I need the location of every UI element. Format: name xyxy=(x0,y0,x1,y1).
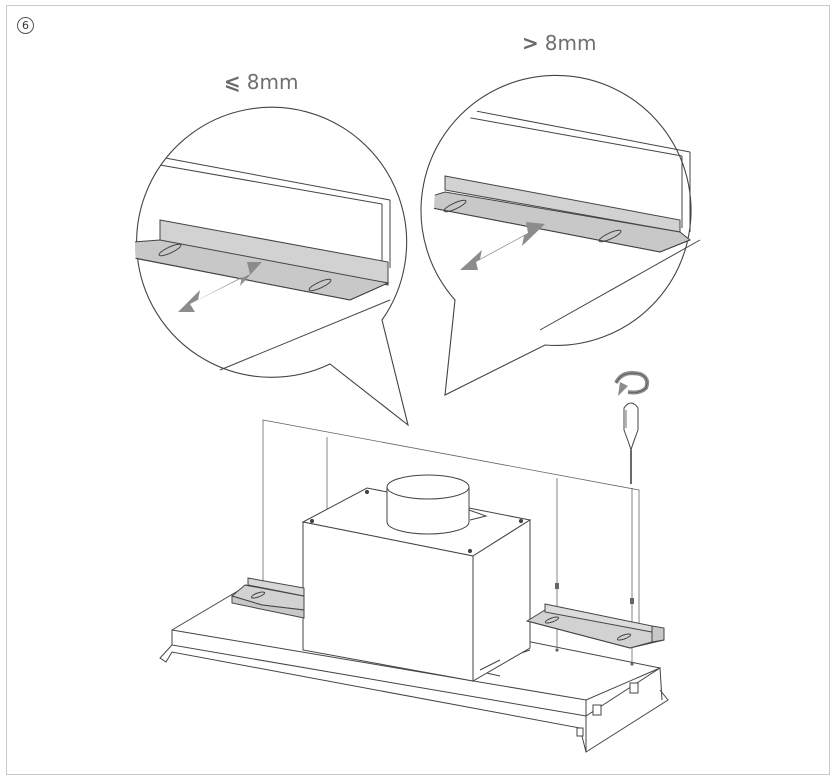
exhaust-collar xyxy=(386,474,488,535)
screwdriver-icon xyxy=(623,402,639,484)
hood-assembly xyxy=(159,419,669,753)
bracket-detail-right xyxy=(434,175,691,253)
double-arrow-icon xyxy=(460,222,545,270)
step-number-badge: 6 xyxy=(17,17,34,34)
double-arrow-icon xyxy=(178,262,262,312)
rotate-arrow-icon xyxy=(614,371,650,396)
mounting-bracket-left xyxy=(230,577,305,619)
dimension-value-left: 8mm xyxy=(246,70,299,94)
callout-bubble-right xyxy=(420,74,701,396)
less-or-equal-symbol: ⩽ xyxy=(224,70,241,94)
screw-markers xyxy=(555,583,634,666)
mounting-bracket-right xyxy=(525,603,665,649)
bracket-detail-left xyxy=(135,219,390,301)
callout-bubble-left xyxy=(135,106,409,427)
greater-than-symbol: > xyxy=(522,31,539,55)
dimension-value-right: 8mm xyxy=(544,31,597,55)
dimension-label-left: ⩽8mm xyxy=(224,70,298,94)
dimension-label-right: >8mm xyxy=(522,31,596,55)
